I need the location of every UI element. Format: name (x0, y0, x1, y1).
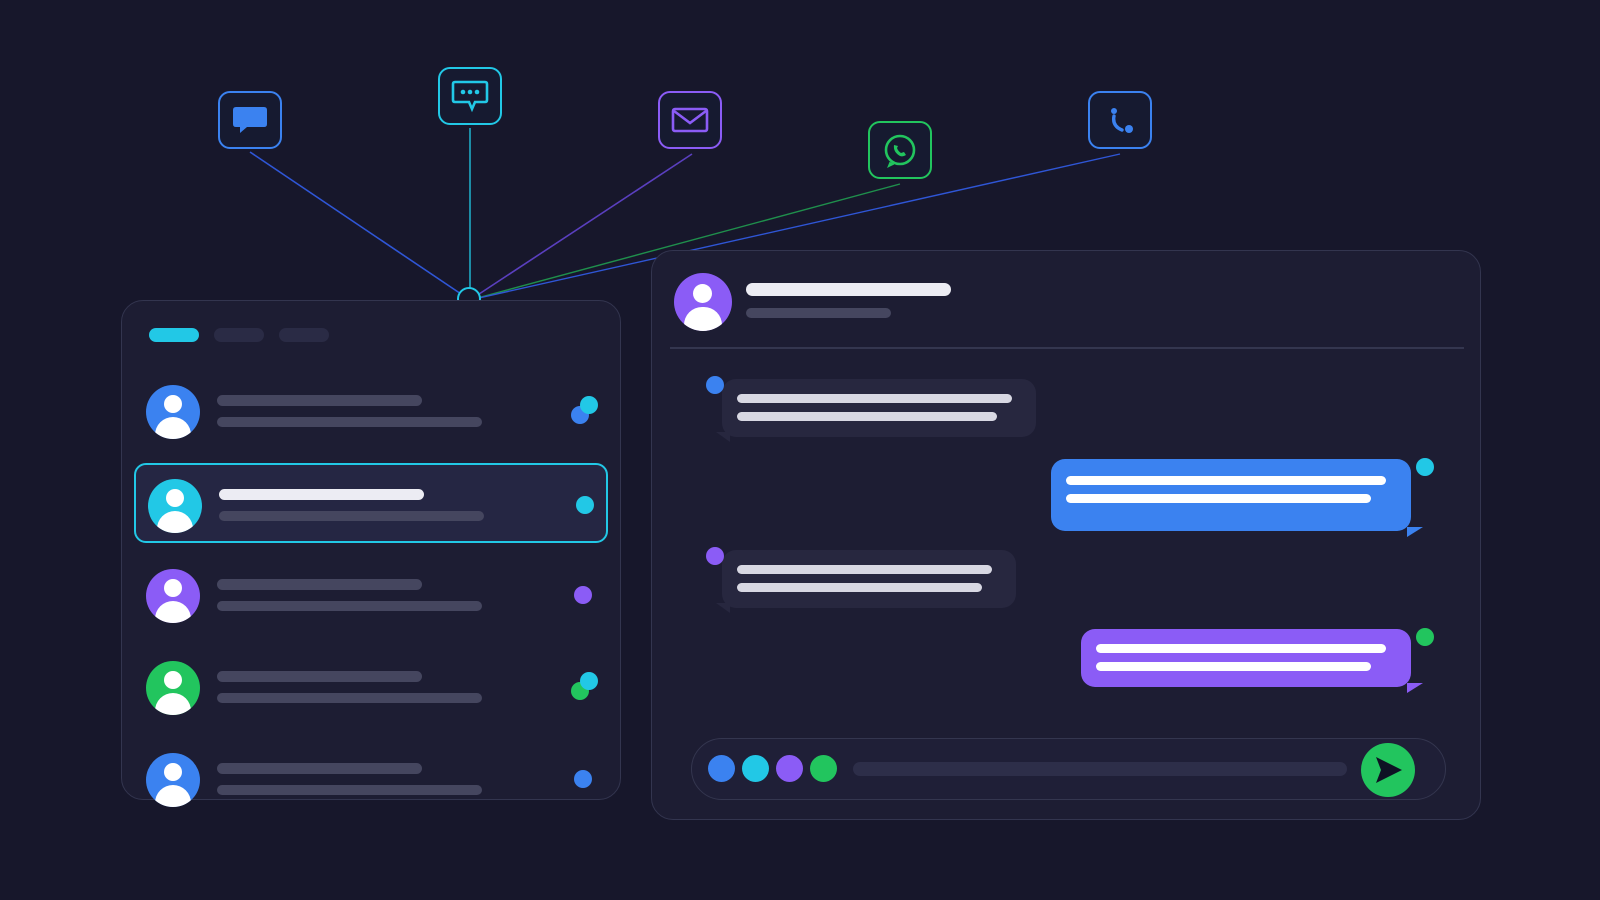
message-channel-dot (1416, 628, 1434, 646)
contact-name-placeholder (217, 671, 422, 682)
conversation-row[interactable] (134, 555, 608, 635)
send-button[interactable] (1361, 743, 1415, 797)
phone-icon (1111, 108, 1133, 133)
message-channel-dot (706, 376, 724, 394)
message-text-placeholder (1096, 644, 1386, 653)
contact-name-placeholder (217, 579, 422, 590)
phone-channel[interactable] (1088, 91, 1152, 149)
conversation-row[interactable] (134, 371, 608, 451)
channel-badge (580, 396, 598, 414)
chat-channel[interactable] (218, 91, 282, 149)
bubble-tail (1407, 527, 1423, 537)
email-icon (671, 107, 709, 133)
whatsapp-icon (884, 134, 916, 168)
chat-panel (651, 250, 1481, 820)
bubble-tail (716, 432, 730, 442)
message-channel-dot (1416, 458, 1434, 476)
contact-avatar (146, 569, 200, 623)
send-icon (1376, 757, 1402, 783)
message-text-placeholder (1096, 662, 1371, 671)
channel-badge (574, 586, 592, 604)
channel-select-dot[interactable] (776, 755, 803, 782)
contact-avatar (146, 661, 200, 715)
bubble-tail (716, 603, 730, 613)
message-preview-placeholder (217, 601, 482, 611)
conversation-row[interactable] (134, 739, 608, 819)
contact-header (652, 251, 1482, 346)
contact-name-placeholder (217, 395, 422, 406)
message-text-placeholder (737, 394, 1012, 403)
conversation-row[interactable] (134, 463, 608, 543)
message-preview-placeholder (219, 511, 484, 521)
contact-name-placeholder (217, 763, 422, 774)
message-text-placeholder (737, 412, 997, 421)
inbox-tab-1[interactable] (149, 328, 199, 342)
message-text-placeholder (737, 583, 982, 592)
whatsapp-channel[interactable] (868, 121, 932, 179)
message-text-placeholder (737, 565, 992, 574)
email-channel[interactable] (658, 91, 722, 149)
channel-badge (576, 496, 594, 514)
inbox-panel (121, 300, 621, 807)
message-preview-placeholder (217, 417, 482, 427)
inbox-tab-3[interactable] (279, 328, 329, 342)
channel-select-dot[interactable] (742, 755, 769, 782)
message-text-placeholder (1066, 476, 1386, 485)
channel-badge (574, 770, 592, 788)
incoming-message-bubble (716, 550, 1016, 613)
contact-avatar (148, 479, 202, 533)
chat-bubble-icon (233, 107, 267, 133)
composer[interactable] (691, 738, 1446, 800)
message-preview-placeholder (217, 693, 482, 703)
message-text-placeholder (1066, 494, 1371, 503)
conversation-row[interactable] (134, 647, 608, 727)
contact-avatar (146, 753, 200, 807)
connector-chat (249, 151, 471, 301)
contact-avatar (146, 385, 200, 439)
contact-status-placeholder (746, 308, 891, 318)
channel-select-dot[interactable] (810, 755, 837, 782)
sms-channel[interactable] (438, 67, 502, 125)
channel-badge (580, 672, 598, 690)
contact-name-placeholder (219, 489, 424, 500)
outgoing-message-bubble (1051, 459, 1423, 537)
message-preview-placeholder (217, 785, 482, 795)
message-channel-dot (706, 547, 724, 565)
contact-name-placeholder (746, 283, 951, 296)
header-divider (670, 347, 1464, 349)
bubble-tail (1407, 683, 1423, 693)
message-input[interactable] (853, 762, 1347, 776)
incoming-message-bubble (716, 379, 1036, 442)
channel-select-dot[interactable] (708, 755, 735, 782)
inbox-tab-2[interactable] (214, 328, 264, 342)
contact-avatar (674, 273, 732, 331)
outgoing-message-bubble (1081, 629, 1423, 693)
sms-icon (451, 80, 489, 113)
